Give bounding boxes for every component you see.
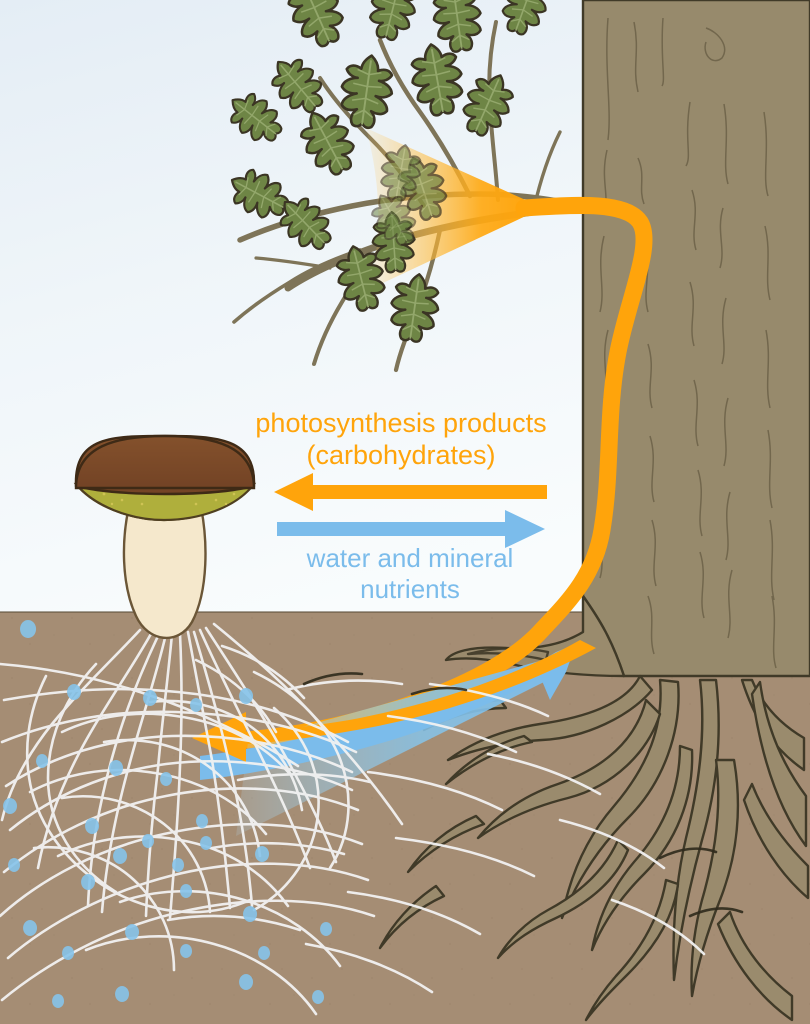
water-droplets xyxy=(3,620,333,1008)
carbohydrate-flow-arrow-soil xyxy=(192,640,596,762)
photosynthesis-products-label: photosynthesis products (carbohydrates) xyxy=(205,408,597,472)
bark-texture xyxy=(599,17,777,669)
photosynthesis-label-line1: photosynthesis products xyxy=(255,408,547,438)
mushroom-cap-dome xyxy=(74,434,256,490)
water-label-line1: water and mineral xyxy=(306,543,514,573)
photosynthesis-label-line2: (carbohydrates) xyxy=(306,439,496,470)
water-nutrient-flow-arrow-label xyxy=(277,510,545,548)
gill-speckles xyxy=(102,492,236,506)
bolete-mushroom xyxy=(73,434,257,639)
hyphae-on-roots xyxy=(302,672,744,918)
mushroom-stem xyxy=(122,496,207,639)
carbohydrate-flow-arrow-label xyxy=(274,473,547,511)
fungal-hyphae-network xyxy=(0,622,706,1016)
water-flow-arrow-soil xyxy=(200,644,576,780)
water-nutrients-label: water and mineral nutrients xyxy=(230,543,590,604)
water-label-line2: nutrients xyxy=(360,573,460,604)
